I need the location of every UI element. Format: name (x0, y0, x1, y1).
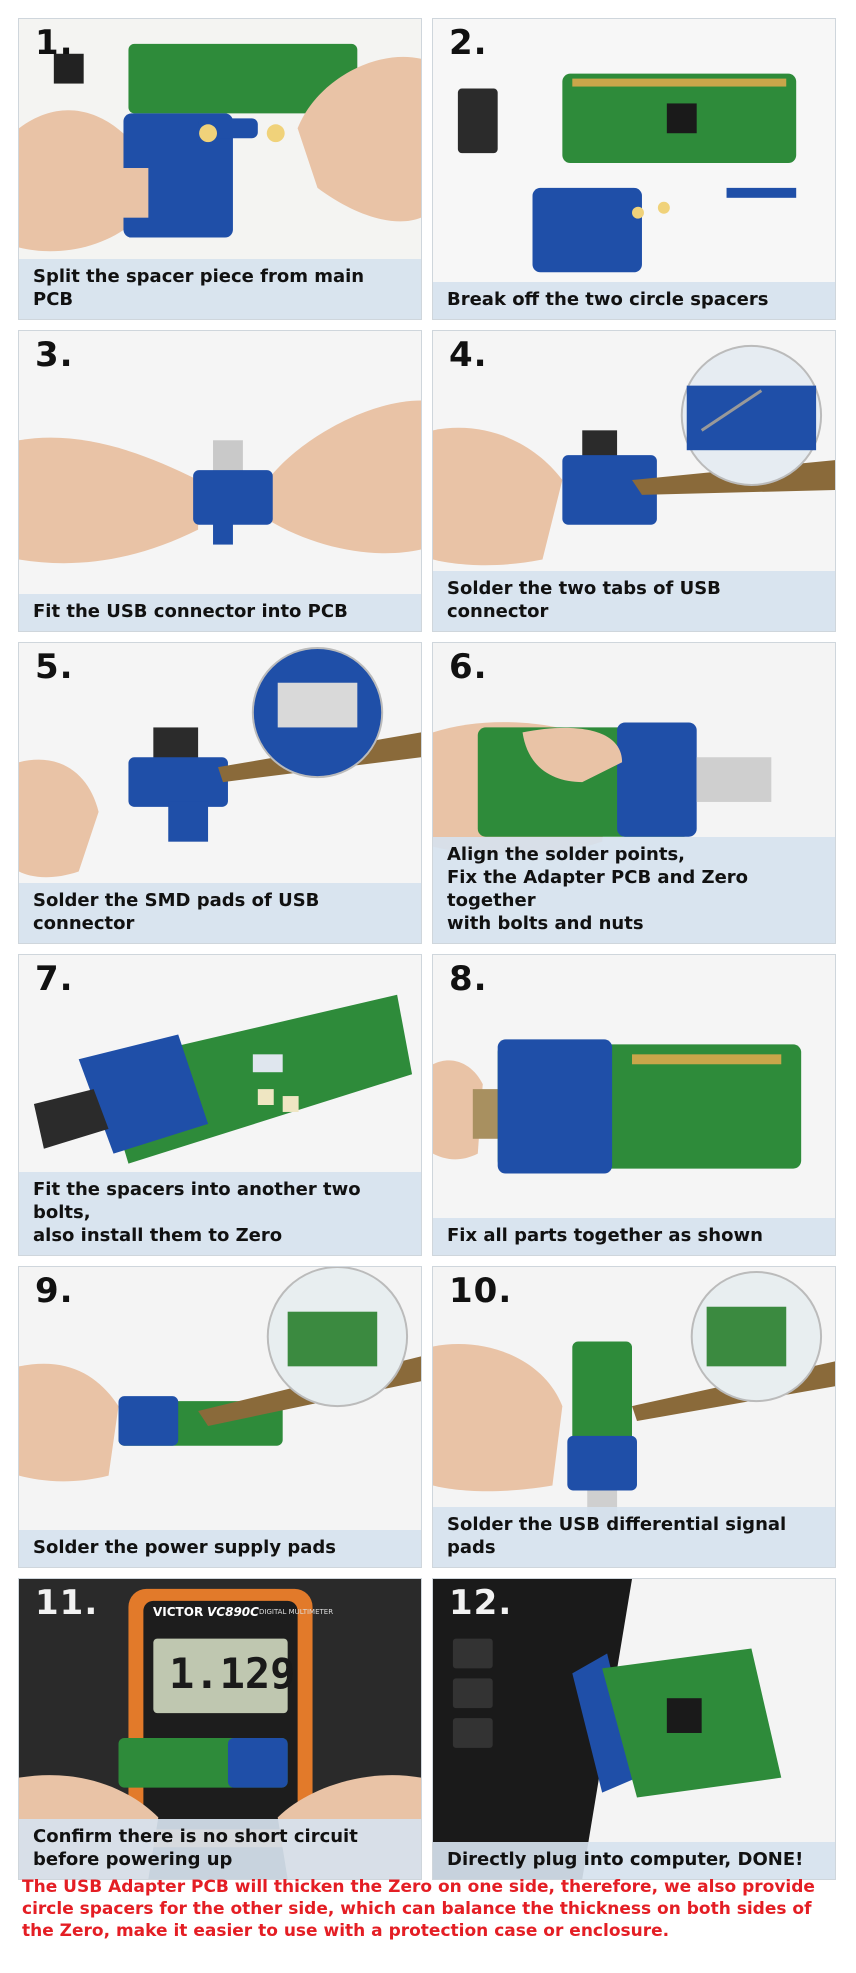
step-number: 6. (449, 647, 488, 687)
step-12-photo (433, 1579, 835, 1879)
multimeter-model: VC890C (207, 1605, 259, 1619)
footnote-text: The USB Adapter PCB will thicken the Zer… (22, 1877, 815, 1941)
step-number: 7. (35, 959, 74, 999)
step-number: 12. (449, 1583, 513, 1623)
step-1-panel: 1. Split the spacer piece from main PCB (18, 18, 422, 320)
step-number: 5. (35, 647, 74, 687)
step-9-panel: 9. Solder the power supply pads (18, 1266, 422, 1568)
step-caption: Split the spacer piece from main PCB (19, 259, 421, 319)
step-number: 9. (35, 1271, 74, 1311)
step-9-photo (19, 1267, 421, 1567)
step-caption: Solder the two tabs of USB connector (433, 571, 835, 631)
multimeter-reading: 1.129 (169, 1649, 296, 1698)
step-number: 8. (449, 959, 488, 999)
step-12-panel: 12. Directly plug into computer, DONE! (432, 1578, 836, 1880)
step-number: 1. (35, 23, 74, 63)
step-caption: Fit the USB connector into PCB (19, 594, 421, 631)
step-caption: Align the solder points, Fix the Adapter… (433, 837, 835, 943)
step-2-panel: 2. Break off the two circle spacers (432, 18, 836, 320)
step-number: 2. (449, 23, 488, 63)
step-number: 4. (449, 335, 488, 375)
step-caption: Confirm there is no short circuit before… (19, 1819, 421, 1879)
step-caption: Solder the USB differential signal pads (433, 1507, 835, 1567)
step-caption: Fix all parts together as shown (433, 1218, 835, 1255)
step-number: 10. (449, 1271, 513, 1311)
step-4-panel: 4. Solder the two tabs of USB connector (432, 330, 836, 632)
step-caption: Break off the two circle spacers (433, 282, 835, 319)
step-caption: Solder the power supply pads (19, 1530, 421, 1567)
step-2-photo (433, 19, 835, 319)
step-6-panel: 6. Align the solder points, Fix the Adap… (432, 642, 836, 944)
step-3-photo (19, 331, 421, 631)
step-7-panel: 7. Fit the spacers into another two bolt… (18, 954, 422, 1256)
step-8-panel: 8. Fix all parts together as shown (432, 954, 836, 1256)
step-11-panel: VICTOR VC890C DIGITAL MULTIMETER 1.129 1… (18, 1578, 422, 1880)
multimeter-brand: VICTOR (153, 1605, 204, 1619)
multimeter-subtitle: DIGITAL MULTIMETER (259, 1608, 334, 1616)
step-number: 3. (35, 335, 74, 375)
step-number: 11. (35, 1583, 99, 1623)
step-caption: Solder the SMD pads of USB connector (19, 883, 421, 943)
step-8-photo (433, 955, 835, 1255)
step-5-panel: 5. Solder the SMD pads of USB connector (18, 642, 422, 944)
step-caption: Directly plug into computer, DONE! (433, 1842, 835, 1879)
step-caption: Fit the spacers into another two bolts, … (19, 1172, 421, 1255)
step-3-panel: 3. Fit the USB connector into PCB (18, 330, 422, 632)
step-10-panel: 10. Solder the USB differential signal p… (432, 1266, 836, 1568)
